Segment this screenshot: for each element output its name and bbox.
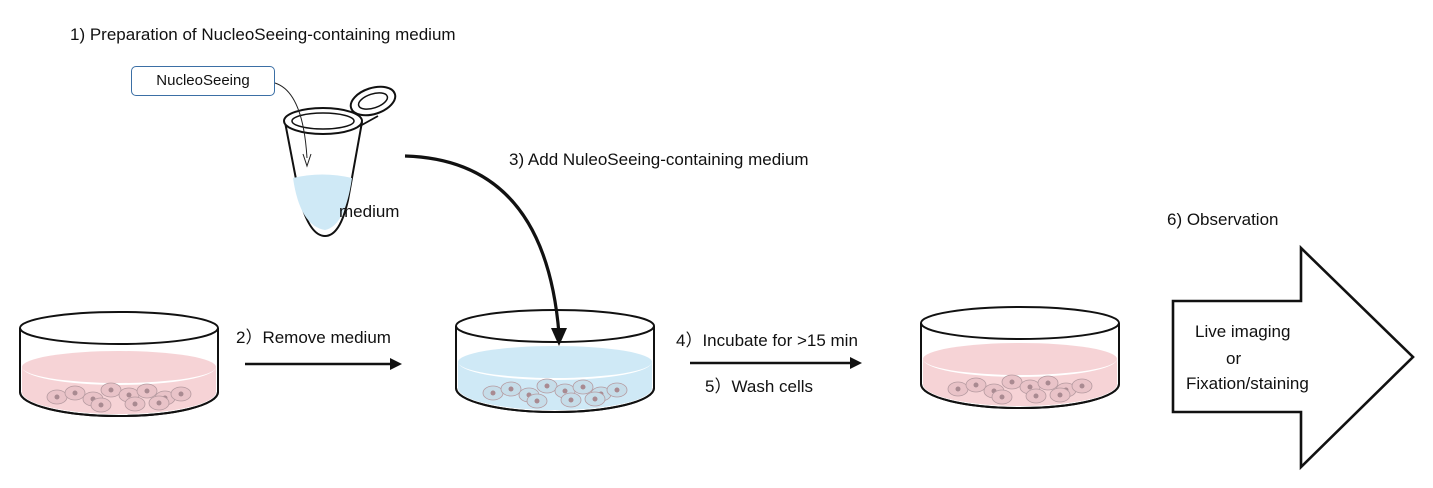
nucleoseeing-label: NucleoSeeing bbox=[131, 66, 275, 96]
or-label: or bbox=[1226, 349, 1242, 368]
nucleus-icon bbox=[98, 402, 104, 408]
step5-label: 5）Wash cells bbox=[705, 377, 814, 396]
nucleus-icon bbox=[614, 387, 620, 393]
nucleus-icon bbox=[1033, 393, 1039, 399]
step2-label: 2）Remove medium bbox=[236, 328, 391, 347]
nucleus-icon bbox=[178, 391, 184, 397]
nucleus-icon bbox=[108, 387, 114, 393]
nucleus-icon bbox=[132, 401, 138, 407]
nucleus-icon bbox=[999, 394, 1005, 400]
pipette-arrow-icon bbox=[274, 82, 312, 168]
cell-cluster-2 bbox=[482, 378, 628, 409]
nucleus-icon bbox=[144, 388, 150, 394]
nucleus-icon bbox=[1079, 383, 1085, 389]
nucleus-icon bbox=[72, 390, 78, 396]
remove-medium-arrow bbox=[245, 358, 402, 370]
nucleus-icon bbox=[580, 384, 586, 390]
nucleus-icon bbox=[156, 400, 162, 406]
step1-label: 1) Preparation of NucleoSeeing-containin… bbox=[70, 25, 456, 44]
nucleus-icon bbox=[508, 386, 514, 392]
culture-dish-1 bbox=[19, 311, 219, 417]
culture-dish-3 bbox=[920, 306, 1120, 409]
add-medium-arrow bbox=[404, 154, 567, 346]
nucleus-icon bbox=[562, 388, 568, 394]
observation-arrow-icon bbox=[1171, 244, 1415, 471]
fixation-staining-label: Fixation/staining bbox=[1186, 374, 1309, 393]
nucleus-icon bbox=[54, 394, 60, 400]
nucleus-icon bbox=[973, 382, 979, 388]
nucleus-icon bbox=[955, 386, 961, 392]
cell-cluster-3 bbox=[947, 374, 1093, 405]
nucleus-icon bbox=[534, 398, 540, 404]
live-imaging-label: Live imaging bbox=[1195, 322, 1291, 341]
nucleus-icon bbox=[544, 383, 550, 389]
nucleus-icon bbox=[1057, 392, 1063, 398]
nucleus-icon bbox=[1027, 384, 1033, 390]
microtube-icon bbox=[283, 85, 397, 238]
step6-label: 6) Observation bbox=[1167, 210, 1279, 229]
incubate-arrow bbox=[690, 357, 862, 369]
nucleus-icon bbox=[490, 390, 496, 396]
step3-label: 3) Add NuleoSeeing-containing medium bbox=[509, 150, 809, 169]
nucleus-icon bbox=[1009, 379, 1015, 385]
nucleus-icon bbox=[1045, 380, 1051, 386]
nucleus-icon bbox=[568, 397, 574, 403]
nucleus-icon bbox=[126, 392, 132, 398]
culture-dish-2 bbox=[455, 309, 655, 413]
cell-cluster-1 bbox=[46, 382, 192, 413]
medium-label: medium bbox=[339, 202, 400, 221]
step4-label: 4）Incubate for >15 min bbox=[676, 331, 858, 350]
nucleus-icon bbox=[592, 396, 598, 402]
